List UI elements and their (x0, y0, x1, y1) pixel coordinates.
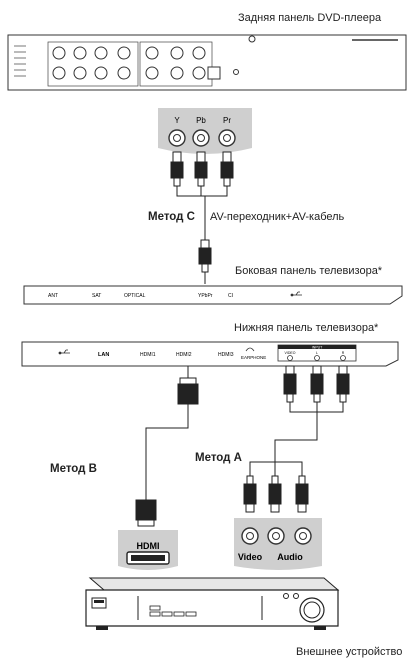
external-device (85, 577, 340, 630)
usb-icon (290, 291, 302, 297)
device-rca-plugs (243, 461, 309, 513)
side-port-optical: OPTICAL (124, 293, 146, 299)
input-block-label: INPUT (312, 346, 323, 350)
tv-side-panel: ANT SAT OPTICAL YPbPr CI (23, 285, 403, 305)
usb-icon (58, 349, 70, 355)
bottom-port-earphone: EARPHONE (241, 355, 266, 360)
hdmi-port-label: HDMI (137, 541, 160, 551)
bottom-port-hdmi3: HDMI3 (218, 352, 234, 358)
audio-port-label: Audio (277, 552, 303, 562)
side-port-ypbpr: YPbPr (198, 293, 213, 299)
dvd-rear-panel (7, 34, 407, 91)
method-c-label: Метод С (148, 211, 195, 223)
port-y-label: Y (174, 116, 180, 125)
bottom-port-lan: LAN (98, 352, 109, 358)
bottom-port-hdmi1: HDMI1 (140, 352, 156, 358)
side-port-ci: CI (228, 293, 233, 299)
ypbpr-adapter-plug (198, 239, 212, 284)
input-video-label: VIDEO (285, 351, 296, 355)
bottom-port-hdmi2: HDMI2 (176, 352, 192, 358)
tv-bottom-panel-caption: Нижняя панель телевизора* (234, 322, 379, 334)
input-l-label: L (316, 351, 318, 355)
dvd-rear-panel-caption: Задняя панель DVD-плеера (238, 12, 382, 24)
device-hdmi-port: HDMI (118, 530, 178, 570)
side-port-sat: SAT (92, 293, 101, 299)
video-port-label: Video (238, 552, 263, 562)
port-pb-label: Pb (196, 116, 206, 125)
method-b-label: Метод B (50, 463, 97, 475)
earphone-icon (245, 347, 255, 352)
tv-bottom-panel: LAN HDMI1 HDMI2 HDMI3 EARPHONE INPUT VID… (21, 341, 399, 367)
external-device-caption: Внешнее устройство (296, 646, 403, 658)
tv-rca-plugs (274, 365, 350, 462)
dvd-ypbpr-ports: Y Pb Pr (158, 108, 252, 154)
device-av-ports: Video Audio (234, 518, 322, 570)
method-a-label: Метод А (195, 452, 242, 464)
input-r-label: R (342, 351, 345, 355)
side-port-ant: ANT (48, 293, 58, 299)
ypbpr-rca-plugs (170, 151, 234, 240)
method-c-description: AV-переходник+AV-кабель (210, 211, 345, 223)
device-hdmi-plug (135, 499, 157, 527)
tv-hdmi-plug (145, 366, 199, 500)
tv-side-panel-caption: Боковая панель телевизора* (235, 265, 383, 277)
port-pr-label: Pr (223, 116, 231, 125)
